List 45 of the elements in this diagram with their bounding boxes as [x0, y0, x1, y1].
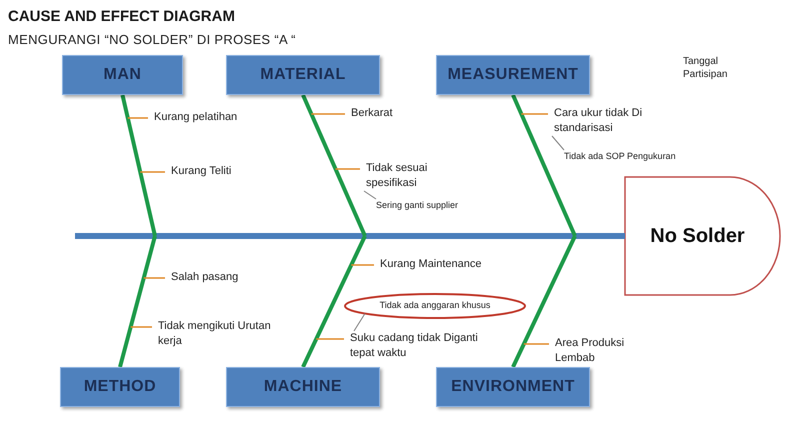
category-box: ENVIRONMENT: [436, 367, 590, 407]
cause-tick: [521, 113, 548, 115]
cause-text: Area Produksi Lembab: [549, 336, 649, 366]
cause-tick: [128, 117, 148, 119]
bone-line: [120, 94, 157, 236]
cause-text: Kurang Teliti: [165, 164, 265, 179]
cause-text: Cara ukur tidak Di standarisasi: [548, 106, 668, 136]
bone-line: [511, 235, 577, 368]
effect-label: No Solder: [650, 224, 745, 249]
diagram-title: CAUSE AND EFFECT DIAGRAM: [8, 7, 235, 27]
cause-text: Kurang pelatihan: [148, 110, 260, 125]
cause-text: Salah pasang: [165, 270, 265, 285]
sub-cause-text: Tidak ada anggaran khusus: [380, 299, 490, 312]
bone-line: [511, 94, 577, 237]
category-box: MATERIAL: [226, 55, 380, 95]
cause-text: Tidak sesuai spesifikasi: [360, 161, 470, 191]
category-box: METHOD: [60, 367, 180, 407]
sub-cause-text: Tidak ada SOP Pengukuran: [560, 150, 676, 163]
info-label: Partisipan: [683, 68, 728, 82]
bone-line: [301, 235, 367, 368]
connector-line: [364, 190, 376, 200]
diagram-subtitle: MENGURANGI “NO SOLDER” DI PROSES “A “: [8, 31, 296, 49]
cause-text: Kurang Maintenance: [374, 257, 519, 272]
category-box: MAN: [62, 55, 183, 95]
cause-tick: [351, 264, 374, 266]
cause-tick: [311, 113, 345, 115]
cause-tick: [316, 338, 344, 340]
cause-text: Tidak mengikuti Urutan kerja: [152, 319, 272, 349]
cause-text: Berkarat: [345, 106, 425, 121]
spine-line: [75, 233, 625, 239]
sub-cause-text: Sering ganti supplier: [372, 199, 458, 212]
bone-line: [118, 235, 157, 368]
connector-line: [552, 136, 564, 150]
category-box: MEASUREMENT: [436, 55, 590, 95]
bone-line: [301, 94, 367, 237]
cause-tick: [130, 326, 152, 328]
cause-tick: [140, 171, 165, 173]
connector-line: [354, 313, 366, 332]
cause-tick: [144, 277, 165, 279]
effect-head-shape: [624, 176, 781, 296]
cause-text: Suku cadang tidak Diganti tepat waktu: [344, 331, 504, 361]
cause-tick: [336, 168, 360, 170]
cause-tick: [524, 343, 549, 345]
category-box: MACHINE: [226, 367, 380, 407]
info-label: Tanggal: [683, 55, 718, 69]
